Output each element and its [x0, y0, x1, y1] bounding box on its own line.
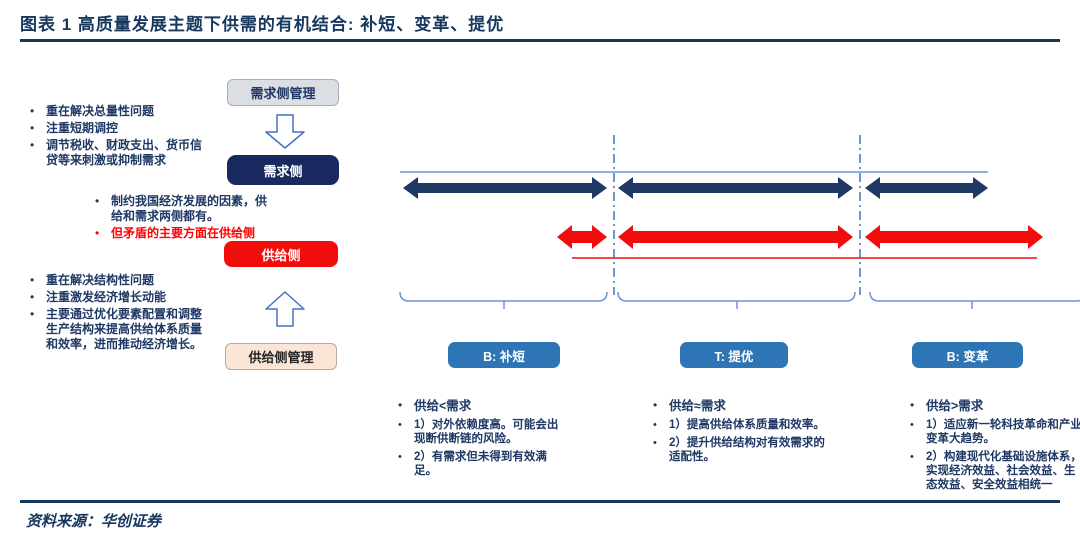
section-tag-ti-you: T: 提优: [680, 342, 788, 368]
section-notes-bian-ge: • 供给>需求 • 1）适应新一轮科技革命和产业变革大趋势。 • 2）构建现代化基础设…: [910, 398, 1080, 494]
list-item: • 1）对外依赖度高。可能会出现断供断链的风险。: [398, 418, 570, 446]
section-notes-bu-duan: • 供给<需求 • 1）对外依赖度高。可能会出现断供断链的风险。 • 2）有需求但未得…: [398, 398, 570, 480]
title-divider: [20, 39, 1060, 42]
bullet-icon: •: [30, 104, 35, 118]
supply-arrow-segment-1: [557, 225, 607, 249]
list-item-label: 制约我国经济发展的因素，供给和需求两侧都有。: [111, 194, 268, 223]
list-item: • 注重激发经济增长动能: [30, 290, 226, 305]
supply-arrow-segment-2: [618, 225, 853, 249]
core-contradiction-notes: • 制约我国经济发展的因素，供给和需求两侧都有。 • 但矛盾的主要方面在供给侧: [95, 194, 285, 243]
list-item-label: 2）提升供给结构对有效需求的适配性。: [669, 437, 825, 463]
bullet-icon: •: [910, 398, 915, 412]
list-item-label: 1）适应新一轮科技革命和产业变革大趋势。: [926, 419, 1080, 445]
list-item: • 供给≈需求: [653, 398, 831, 414]
demand-arrow-segment-2: [618, 177, 853, 199]
supply-side-notes: • 重在解决结构性问题 • 注重激发经济增长动能 • 主要通过优化要素配置和调整生产结…: [30, 273, 226, 354]
section-tag-bian-ge: B: 变革: [912, 342, 1023, 368]
list-item-label: 重在解决总量性问题: [46, 104, 155, 118]
section-tag-label: B: 变革: [946, 349, 989, 364]
list-item: • 1）提高供给体系质量和效率。: [653, 418, 831, 432]
demand-side-box: 需求侧: [227, 155, 339, 185]
demand-arrow-segment-3: [865, 177, 988, 199]
down-arrow-shape: [265, 114, 305, 149]
demand-arrow-segment-1: [403, 177, 607, 199]
list-item: • 供给<需求: [398, 398, 570, 414]
up-arrow-icon: [265, 291, 305, 327]
list-item: • 注重短期调控: [30, 121, 226, 136]
bullet-icon: •: [30, 273, 35, 287]
section-headline: 供给≈需求: [669, 399, 726, 413]
list-item-label: 注重激发经济增长动能: [46, 290, 167, 304]
bullet-icon: •: [30, 307, 35, 321]
supply-side-management-label: 供给侧管理: [248, 350, 314, 365]
bullet-icon: •: [398, 419, 402, 431]
bullet-icon: •: [910, 419, 914, 431]
down-arrow-icon: [265, 114, 305, 149]
list-item: • 制约我国经济发展的因素，供给和需求两侧都有。: [95, 194, 285, 224]
bullet-icon: •: [398, 451, 402, 463]
bullet-icon: •: [30, 121, 35, 135]
list-item: • 2）有需求但未得到有效满足。: [398, 450, 570, 478]
section-headline: 供给>需求: [926, 399, 984, 413]
demand-side-management-label: 需求侧管理: [250, 86, 316, 101]
section-tag-label: B: 补短: [483, 349, 525, 364]
section-tag-label: T: 提优: [714, 349, 754, 364]
list-item: • 调节税收、财政支出、货币信贷等来刺激或抑制需求: [30, 138, 226, 168]
list-item-label: 但矛盾的主要方面在供给侧: [111, 226, 256, 240]
list-item: • 但矛盾的主要方面在供给侧: [95, 226, 285, 241]
list-item-label: 主要通过优化要素配置和调整生产结构来提高供给体系质量和效率，进而推动经济增长。: [46, 307, 203, 351]
bullet-icon: •: [910, 451, 914, 463]
list-item: • 2）提升供给结构对有效需求的适配性。: [653, 436, 831, 464]
list-item-label: 注重短期调控: [46, 121, 119, 135]
demand-side-label: 需求侧: [263, 163, 303, 179]
list-item: • 1）适应新一轮科技革命和产业变革大趋势。: [910, 418, 1080, 446]
figure-title: 图表 1 高质量发展主题下供需的有机结合: 补短、变革、提优: [20, 15, 505, 34]
supply-side-management-box: 供给侧管理: [225, 343, 337, 370]
bullet-icon: •: [30, 138, 35, 152]
demand-side-notes: • 重在解决总量性问题 • 注重短期调控 • 调节税收、财政支出、货币信贷等来刺激或抑…: [30, 104, 226, 170]
list-item: • 主要通过优化要素配置和调整生产结构来提高供给体系质量和效率，进而推动经济增长。: [30, 307, 226, 352]
up-arrow-shape: [265, 291, 305, 327]
bullet-icon: •: [30, 290, 35, 304]
list-item: • 供给>需求: [910, 398, 1080, 414]
section-headline: 供给<需求: [414, 399, 472, 413]
bullet-icon: •: [398, 398, 403, 412]
list-item-label: 调节税收、财政支出、货币信贷等来刺激或抑制需求: [46, 138, 203, 167]
list-item-label: 2）构建现代化基础设施体系，实现经济效益、社会效益、生态效益、安全效益相统一: [926, 451, 1080, 491]
bullet-icon: •: [653, 398, 658, 412]
list-item: • 重在解决结构性问题: [30, 273, 226, 288]
list-item-label: 1）对外依赖度高。可能会出现断供断链的风险。: [414, 419, 559, 445]
list-item-label: 重在解决结构性问题: [46, 273, 155, 287]
bullet-icon: •: [95, 194, 100, 208]
section-tag-bu-duan: B: 补短: [448, 342, 560, 368]
supply-arrow-segment-3: [865, 225, 1043, 249]
bottom-divider: [20, 500, 1060, 503]
demand-side-management-box: 需求侧管理: [227, 79, 339, 106]
section-notes-ti-you: • 供给≈需求 • 1）提高供给体系质量和效率。 • 2）提升供给结构对有效需求的适配…: [653, 398, 831, 466]
supply-side-box: 供给侧: [224, 241, 338, 267]
section-brace-3: [869, 291, 1080, 309]
list-item: • 重在解决总量性问题: [30, 104, 226, 119]
section-brace-2: [617, 291, 856, 309]
section-brace-1: [399, 291, 608, 309]
supply-side-label: 供给侧: [261, 247, 301, 263]
list-item-label: 2）有需求但未得到有效满足。: [414, 451, 547, 477]
bullet-icon: •: [653, 419, 657, 431]
list-item: • 2）构建现代化基础设施体系，实现经济效益、社会效益、生态效益、安全效益相统一: [910, 450, 1080, 492]
supply-demand-span-diagram: [399, 135, 1080, 309]
bullet-icon: •: [653, 437, 657, 449]
list-item-label: 1）提高供给体系质量和效率。: [669, 419, 825, 431]
bullet-icon: •: [95, 226, 100, 240]
source-note: 资料来源：华创证券: [26, 514, 162, 530]
